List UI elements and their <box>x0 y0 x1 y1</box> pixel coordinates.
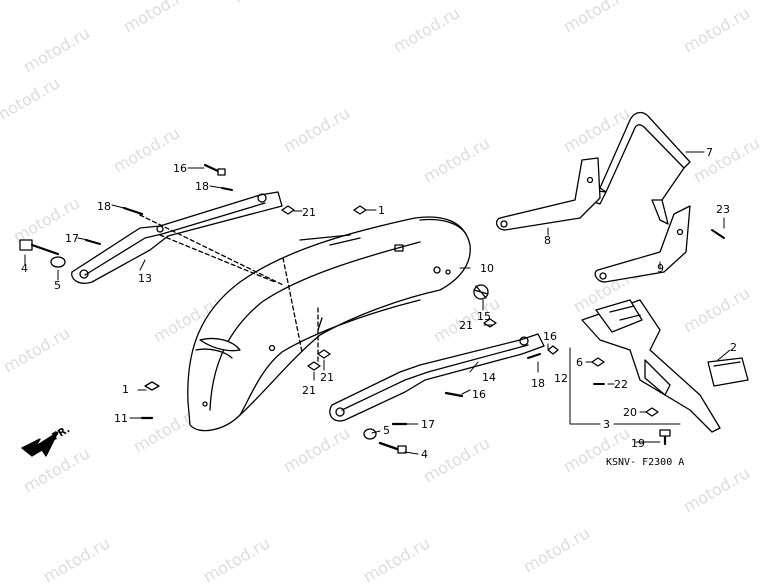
callout-12: 12 <box>554 372 568 385</box>
callout-16: 16 <box>472 388 486 401</box>
callout-5: 5 <box>383 424 390 437</box>
callout-17: 17 <box>421 418 435 431</box>
rail-bracket-right <box>594 205 691 283</box>
callout-2: 2 <box>730 341 737 354</box>
callout-8: 8 <box>544 234 551 247</box>
front-direction-arrow <box>21 431 59 457</box>
callout-21: 21 <box>459 319 473 332</box>
callout-22: 22 <box>614 378 628 391</box>
callout-7: 7 <box>706 146 713 159</box>
callout-21: 21 <box>320 371 334 384</box>
leader-lines <box>24 151 731 455</box>
callout-18: 18 <box>97 200 111 213</box>
callout-16: 16 <box>543 330 557 343</box>
callout-18: 18 <box>531 377 545 390</box>
grab-rail <box>587 111 691 225</box>
diagram-code: KSNV- F2300 A <box>606 457 685 468</box>
license-light-bracket <box>581 299 721 433</box>
callout-5: 5 <box>54 279 61 292</box>
callout-6: 6 <box>576 356 583 369</box>
callout-21: 21 <box>302 384 316 397</box>
right-fender-stay <box>329 333 545 422</box>
callout-13: 13 <box>138 272 152 285</box>
callout-18: 18 <box>195 180 209 193</box>
callout-1: 1 <box>122 383 129 396</box>
callout-1: 1 <box>378 204 385 217</box>
callout-20: 20 <box>623 406 637 419</box>
callout-11: 11 <box>114 412 128 425</box>
callout-3: 3 <box>603 418 610 431</box>
fasteners <box>19 163 725 454</box>
reflector <box>707 357 749 387</box>
callout-15: 15 <box>477 310 491 323</box>
callout-4: 4 <box>421 448 428 461</box>
callout-10: 10 <box>480 262 494 275</box>
rear-fender <box>187 216 471 432</box>
callout-19: 19 <box>631 437 645 450</box>
callout-16: 16 <box>173 162 187 175</box>
callout-9: 9 <box>657 262 664 275</box>
callout-14: 14 <box>482 371 496 384</box>
callout-21: 21 <box>302 206 316 219</box>
left-fender-stay <box>71 191 284 286</box>
callout-17: 17 <box>65 232 79 245</box>
callout-4: 4 <box>21 262 28 275</box>
callout-23: 23 <box>716 203 730 216</box>
rail-bracket-left <box>495 157 601 231</box>
